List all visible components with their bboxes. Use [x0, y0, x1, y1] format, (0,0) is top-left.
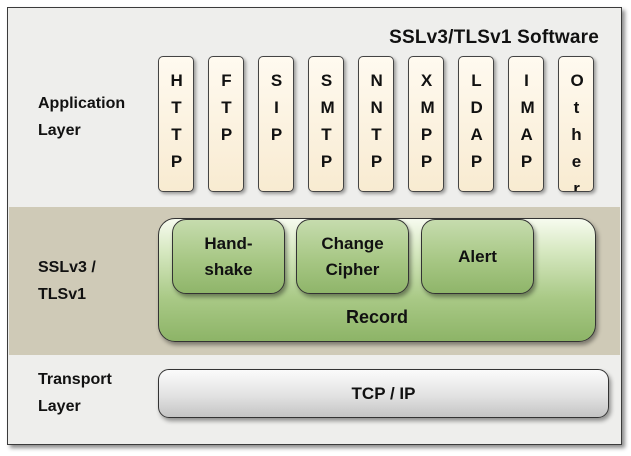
protocol-box-ldap: LDAP [458, 56, 494, 192]
change-cipher-protocol-box: Change Cipher [296, 219, 409, 294]
alert-protocol-box: Alert [421, 219, 534, 294]
protocol-label: SMTP [320, 71, 335, 171]
protocol-label: LDAP [470, 71, 483, 171]
protocol-box-nntp: NNTP [358, 56, 394, 192]
protocol-box-smtp: SMTP [308, 56, 344, 192]
application-layer-label: Application Layer [38, 95, 126, 139]
protocol-box-xmpp: XMPP [408, 56, 444, 192]
protocol-box-other: Other [558, 56, 594, 192]
record-label: Record [345, 307, 408, 327]
protocol-box-http: HTTP [158, 56, 194, 192]
protocol-box-imap: IMAP [508, 56, 544, 192]
protocol-box-ftp: FTP [208, 56, 244, 192]
protocol-label: XMPP [420, 71, 435, 171]
ssl-layer-label: SSLv3 / TLSv1 [38, 259, 96, 303]
handshake-protocol-box: Hand- shake [172, 219, 285, 294]
transport-layer-label: Transport Layer [38, 371, 112, 415]
protocol-label: SIP [270, 71, 283, 144]
protocol-label: HTTP [170, 71, 183, 171]
protocol-label: NNTP [370, 71, 383, 171]
protocol-label: Other [570, 71, 584, 192]
diagram-title: SSLv3/TLSv1 Software [389, 27, 599, 48]
protocol-label: IMAP [520, 71, 535, 171]
protocol-label: FTP [220, 71, 233, 144]
protocol-box-sip: SIP [258, 56, 294, 192]
tcp-ip-box: TCP / IP [158, 369, 609, 418]
